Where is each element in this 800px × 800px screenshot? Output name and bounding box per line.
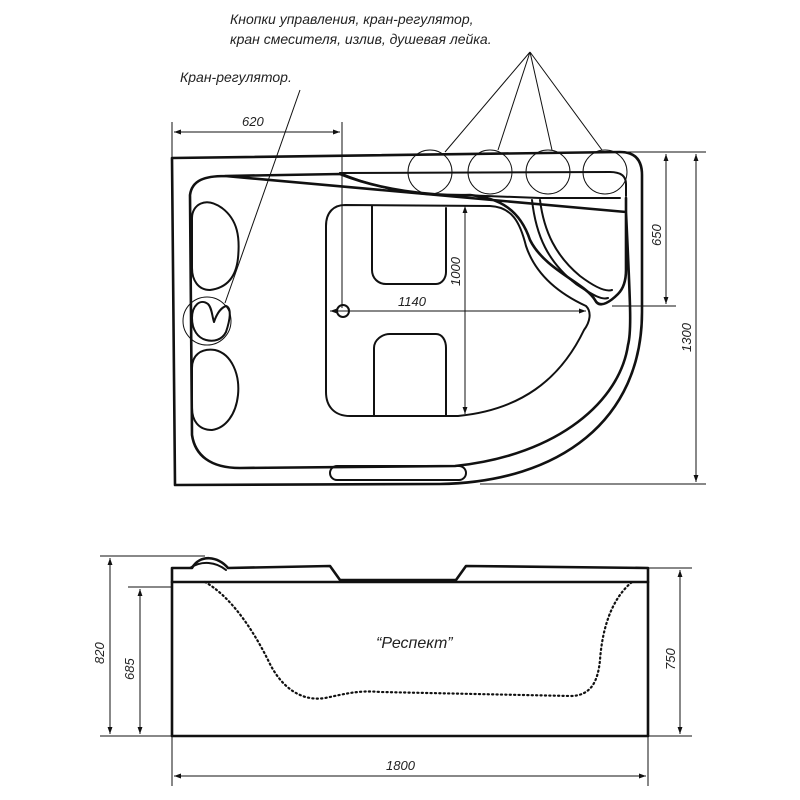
tub-inner-edge — [188, 172, 632, 470]
inner-bowl-profile — [203, 580, 634, 700]
side-top-profile — [170, 556, 650, 584]
regulator-note: Кран-регулятор. — [180, 69, 292, 85]
controls-note-line2: кран смесителя, излив, душевая лейка. — [230, 31, 492, 47]
headrest-lower — [191, 348, 240, 431]
top-view — [170, 51, 706, 487]
regulator-leader — [224, 89, 301, 304]
control-deck — [339, 171, 627, 197]
overflow-panel — [329, 465, 467, 481]
dim-1300-label: 1300 — [679, 322, 694, 352]
dim-650-label: 650 — [649, 224, 664, 246]
dim-1000-label: 1000 — [448, 256, 463, 286]
dim-685-label: 685 — [122, 658, 137, 680]
tub-bowl — [325, 204, 591, 417]
side-view — [100, 555, 692, 786]
callout-circle-1 — [407, 149, 453, 195]
dim-820-label: 820 — [92, 642, 107, 664]
controls-leader — [444, 51, 603, 153]
headrest-upper — [191, 201, 240, 291]
callout-circle-regulator — [182, 296, 232, 346]
tub-outer-rim — [170, 150, 644, 487]
dim-1140-label: 1140 — [398, 294, 427, 309]
callout-circle-2 — [467, 149, 513, 195]
seat-rest-upper — [371, 205, 447, 285]
callout-circle-4 — [582, 149, 628, 195]
dim-750-label: 750 — [663, 648, 678, 670]
callout-circle-3 — [525, 149, 571, 195]
dim-620-label: 620 — [242, 114, 264, 129]
controls-note-line1: Кнопки управления, кран-регулятор, — [230, 11, 474, 27]
dim-1800-label: 1800 — [386, 758, 416, 773]
seat-rest-lower — [373, 333, 447, 417]
regulator-knob — [191, 300, 231, 342]
armrest-groove — [531, 199, 609, 300]
side-panel — [170, 580, 650, 738]
model-name: “Респект” — [376, 635, 453, 652]
